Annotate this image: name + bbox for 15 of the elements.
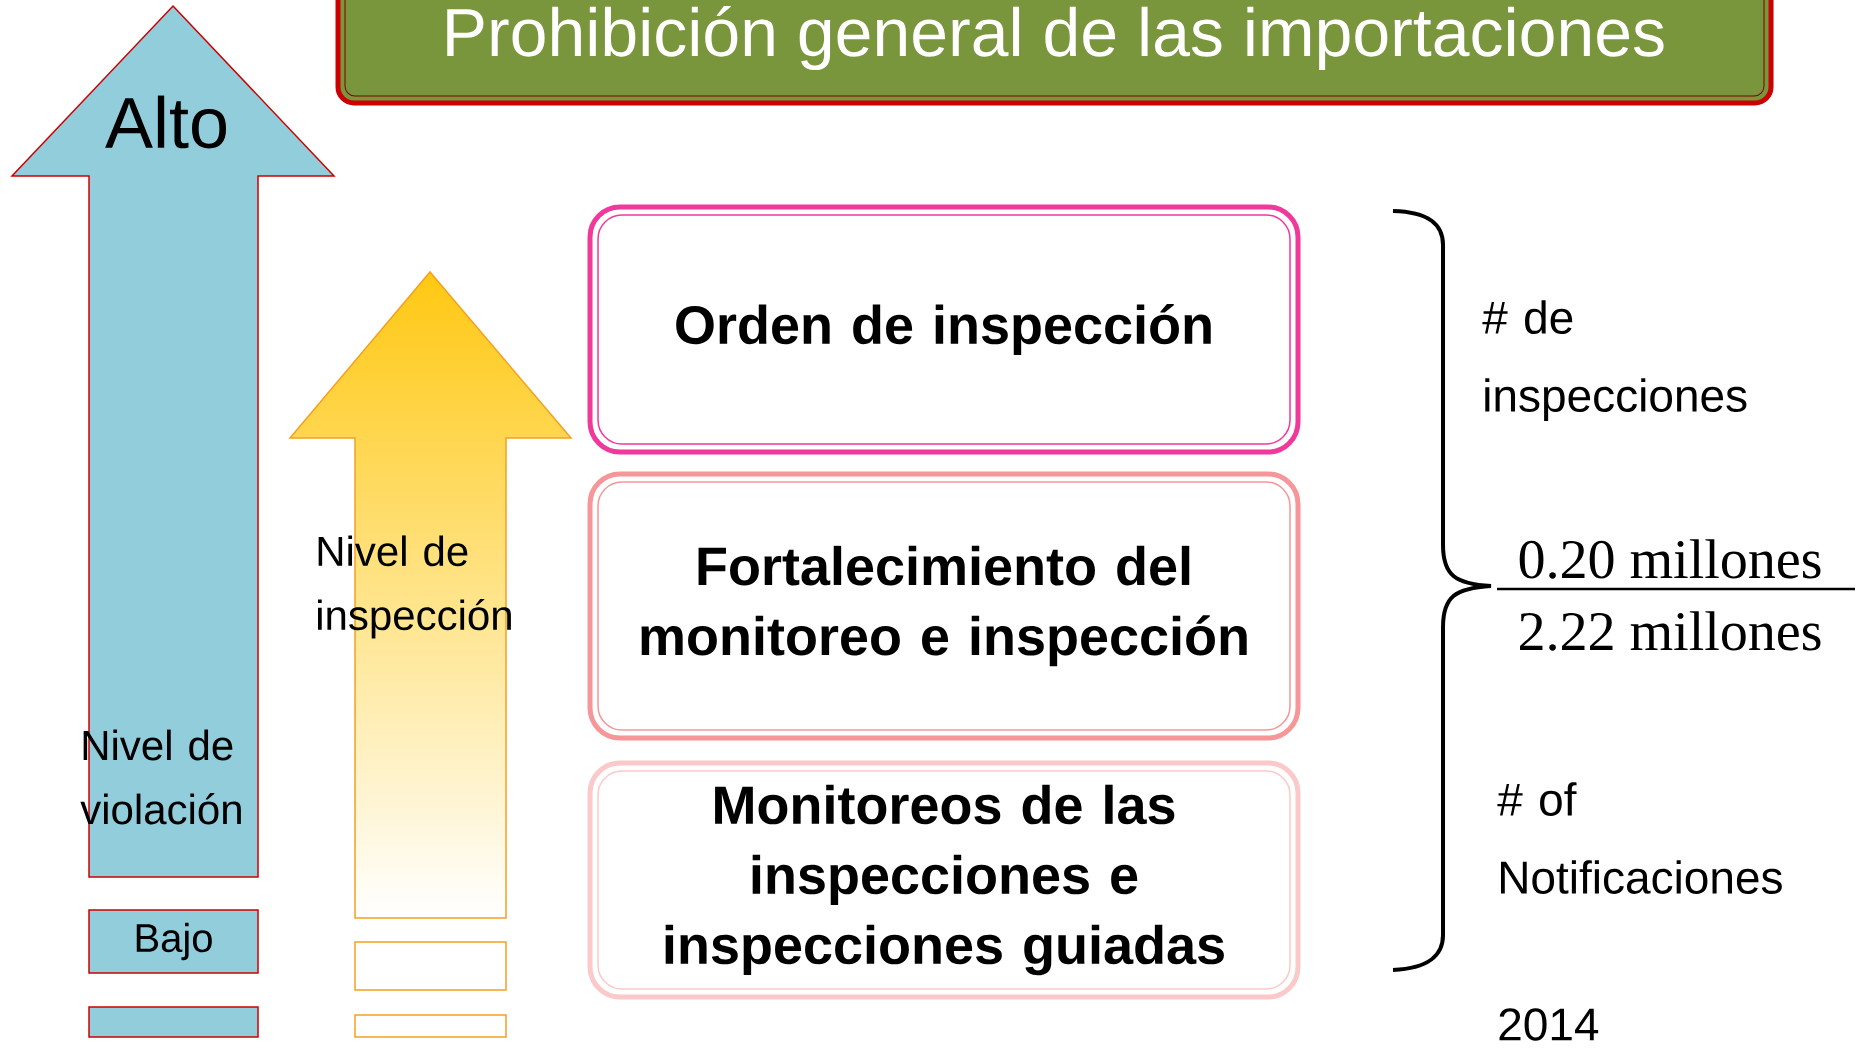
level-bar	[88, 1006, 259, 1038]
step-box: Monitoreos de las inspecciones e inspecciones guiadas	[587, 760, 1301, 1000]
step-box: Fortalecimiento del monitoreo e inspección	[587, 471, 1301, 741]
level-bar	[354, 1014, 507, 1038]
fraction-numerator: 0.20 millones	[1519, 539, 1821, 579]
note-text: # of Notificaciones	[1497, 782, 1782, 894]
step-box: Orden de inspección	[587, 204, 1301, 455]
note-text: # de inspecciones	[1482, 300, 1747, 422]
scale-end-label: Alto	[105, 95, 227, 149]
title-banner: Prohibición general de las importaciones	[335, 0, 1774, 106]
level-box: Bajo	[88, 909, 259, 974]
note-text: 2014	[1499, 1008, 1599, 1041]
axis-label: Nivel de inspección	[318, 535, 511, 639]
fraction-denominator: 2.22 millones	[1520, 611, 1821, 651]
level-bar	[354, 941, 507, 991]
